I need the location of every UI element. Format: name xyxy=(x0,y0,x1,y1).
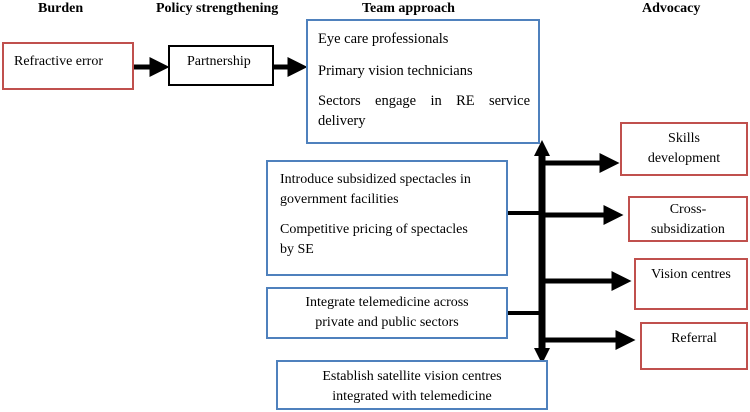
cross-line-1: Cross- xyxy=(669,202,707,217)
header-burden: Burden xyxy=(38,1,84,16)
cross-subsidization-box: Cross- subsidization xyxy=(628,196,748,242)
spectacles-line-3: Competitive pricing of spectacles xyxy=(280,222,468,237)
spectacles-line-4: by SE xyxy=(280,242,314,257)
partnership-box: Partnership xyxy=(168,45,274,86)
telemedicine-box: Integrate telemedicine across private an… xyxy=(266,287,508,339)
telemedicine-line-2: private and public sectors xyxy=(315,315,459,330)
team-approach-box: Eye care professionals Primary vision te… xyxy=(306,19,540,144)
team-item-vision-technicians: Primary vision technicians xyxy=(318,63,473,79)
telemedicine-line-1: Integrate telemedicine across xyxy=(305,295,469,310)
vision-centres-label: Vision centres xyxy=(651,267,731,282)
refractive-error-box: Refractive error xyxy=(2,42,134,90)
team-item-sectors: Sectors engage in RE service xyxy=(318,93,530,109)
spectacles-line-2: government facilities xyxy=(280,192,399,207)
team-item-delivery: delivery xyxy=(318,113,366,129)
referral-label: Referral xyxy=(671,331,717,346)
spectacles-box: Introduce subsidized spectacles in gover… xyxy=(266,160,508,276)
skills-development-box: Skills development xyxy=(620,122,748,176)
cross-line-2: subsidization xyxy=(651,222,725,237)
partnership-label: Partnership xyxy=(187,54,251,69)
referral-box: Referral xyxy=(640,322,748,370)
satellite-line-2: integrated with telemedicine xyxy=(332,389,492,404)
header-team-approach: Team approach xyxy=(362,1,455,16)
team-item-eye-care: Eye care professionals xyxy=(318,31,449,47)
header-policy-strengthening: Policy strengthening xyxy=(156,1,279,16)
satellite-box: Establish satellite vision centres integ… xyxy=(276,360,548,410)
spectacles-line-1: Introduce subsidized spectacles in xyxy=(280,172,471,187)
header-advocacy: Advocacy xyxy=(642,1,701,16)
skills-line-2: development xyxy=(647,151,721,166)
satellite-line-1: Establish satellite vision centres xyxy=(322,369,502,384)
refractive-error-label: Refractive error xyxy=(14,54,103,69)
vision-centres-box: Vision centres xyxy=(634,258,748,310)
skills-line-1: Skills xyxy=(668,131,700,146)
